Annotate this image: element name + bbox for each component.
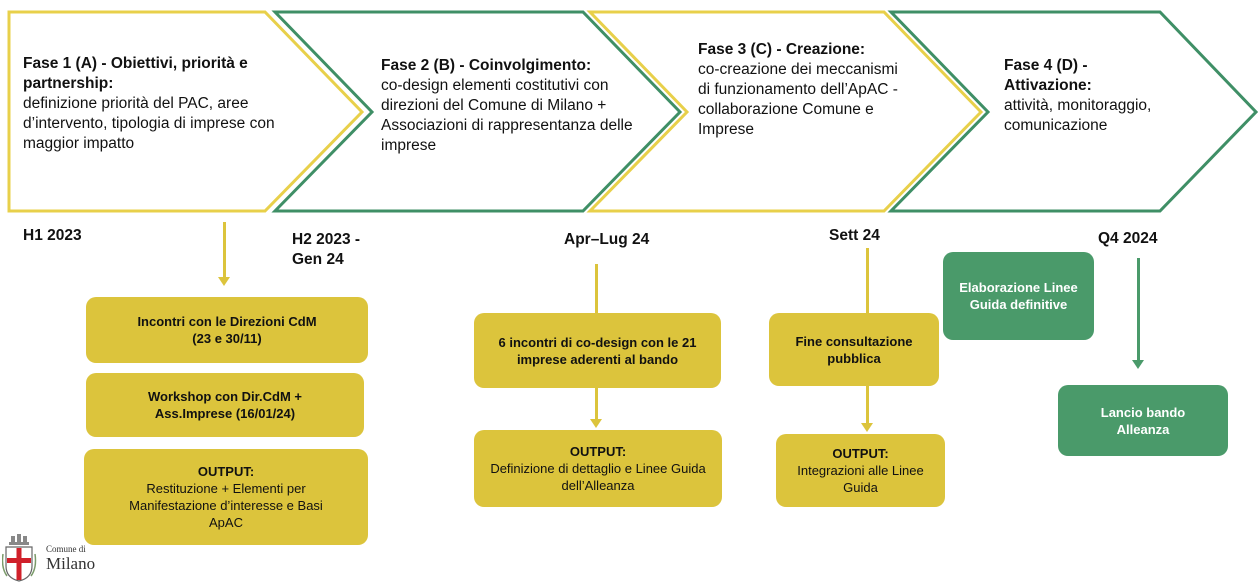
box-output-1-desc: Restituzione + Elementi per Manifestazio… [129, 481, 323, 530]
date-phase-2: H2 2023 - Gen 24 [292, 231, 361, 268]
logo-line-1: Comune di [46, 544, 86, 554]
box-output-2-title: OUTPUT: [569, 444, 627, 459]
connector-phase-3-arrowhead [590, 419, 602, 428]
box-lancio-title: Lancio bando Alleanza [1100, 404, 1186, 437]
connector-q4-arrowhead [1132, 360, 1144, 369]
phase-2-chevron [271, 10, 683, 213]
phase-4-description: attività, monitoraggio, comunicazione [1004, 97, 1152, 134]
phase-1-text: Fase 1 (A) - Obiettivi, priorità e partn… [23, 54, 301, 154]
phase-2-description: co-design elementi costitutivi con direz… [381, 77, 633, 154]
box-consultazione: Fine consultazione pubblica [769, 313, 939, 386]
connector-q4 [1137, 258, 1140, 361]
phase-1-description: definizione priorità del PAC, aree d’int… [23, 95, 275, 152]
date-phase-3: Apr–Lug 24 [564, 231, 650, 248]
phase-3-description: co-creazione dei meccanismi di funzionam… [698, 61, 898, 138]
box-workshop-title: Workshop con Dir.CdM + Ass.Imprese (16/0… [148, 389, 302, 421]
box-incontri-direzioni: Incontri con le Direzioni CdM (23 e 30/1… [86, 297, 368, 363]
box-incontri-direzioni-dates: (23 e 30/11) [192, 331, 262, 346]
phase-4-chevron [887, 10, 1258, 213]
box-elaborazione-title: Elaborazione Linee Guida definitive [959, 280, 1078, 312]
connector-phase-4-arrowhead [861, 423, 873, 432]
phase-4-title: Fase 4 (D) - Attivazione: [1004, 57, 1092, 94]
phase-3-chevron [586, 10, 984, 213]
phase-2-title: Fase 2 (B) - Coinvolgimento: [381, 57, 592, 74]
box-output-1: OUTPUT: Restituzione + Elementi per Mani… [84, 449, 368, 545]
box-incontri-direzioni-title: Incontri con le Direzioni CdM [137, 314, 317, 329]
connector-phase-4-mid [866, 386, 869, 424]
connector-phase-4-top [866, 248, 869, 314]
box-elaborazione: Elaborazione Linee Guida definitive [943, 252, 1094, 340]
phase-3-text: Fase 3 (C) - Creazione: co-creazione dei… [698, 40, 906, 140]
milan-coat-of-arms-icon [2, 534, 37, 582]
phase-2-text: Fase 2 (B) - Coinvolgimento: co-design e… [381, 56, 643, 156]
box-output-2-desc: Definizione di dettaglio e Linee Guida d… [490, 461, 706, 493]
box-consultazione-title: Fine consultazione pubblica [795, 333, 913, 366]
box-output-3-desc: Integrazioni alle Linee Guida [797, 463, 924, 495]
box-incontri-codesign: 6 incontri di co-design con le 21 impres… [474, 313, 721, 388]
box-output-2: OUTPUT: Definizione di dettaglio e Linee… [474, 430, 722, 507]
phase-1-title: Fase 1 (A) - Obiettivi, priorità e partn… [23, 55, 248, 92]
connector-phase-3-top [595, 264, 598, 314]
date-q4-2024: Q4 2024 [1098, 230, 1158, 247]
date-phase-4: Sett 24 [829, 227, 880, 244]
date-phase-1: H1 2023 [23, 227, 82, 244]
logo-line-2: Milano [46, 554, 96, 573]
box-output-1-title: OUTPUT: [197, 464, 255, 479]
logo-text: Comune di Milano [46, 544, 95, 573]
phase-1-chevron [7, 10, 365, 213]
connector-phase-1 [223, 222, 226, 278]
box-workshop: Workshop con Dir.CdM + Ass.Imprese (16/0… [86, 373, 364, 437]
box-incontri-codesign-title: 6 incontri di co-design con le 21 impres… [498, 334, 697, 367]
phase-4-text: Fase 4 (D) - Attivazione: attività, moni… [1004, 56, 1154, 136]
box-output-3: OUTPUT: Integrazioni alle Linee Guida [776, 434, 945, 507]
connector-phase-1-arrowhead [218, 277, 230, 286]
box-output-3-title: OUTPUT: [832, 446, 889, 461]
box-lancio: Lancio bando Alleanza [1058, 385, 1228, 456]
phase-3-title: Fase 3 (C) - Creazione: [698, 41, 866, 58]
connector-phase-3-mid [595, 388, 598, 420]
